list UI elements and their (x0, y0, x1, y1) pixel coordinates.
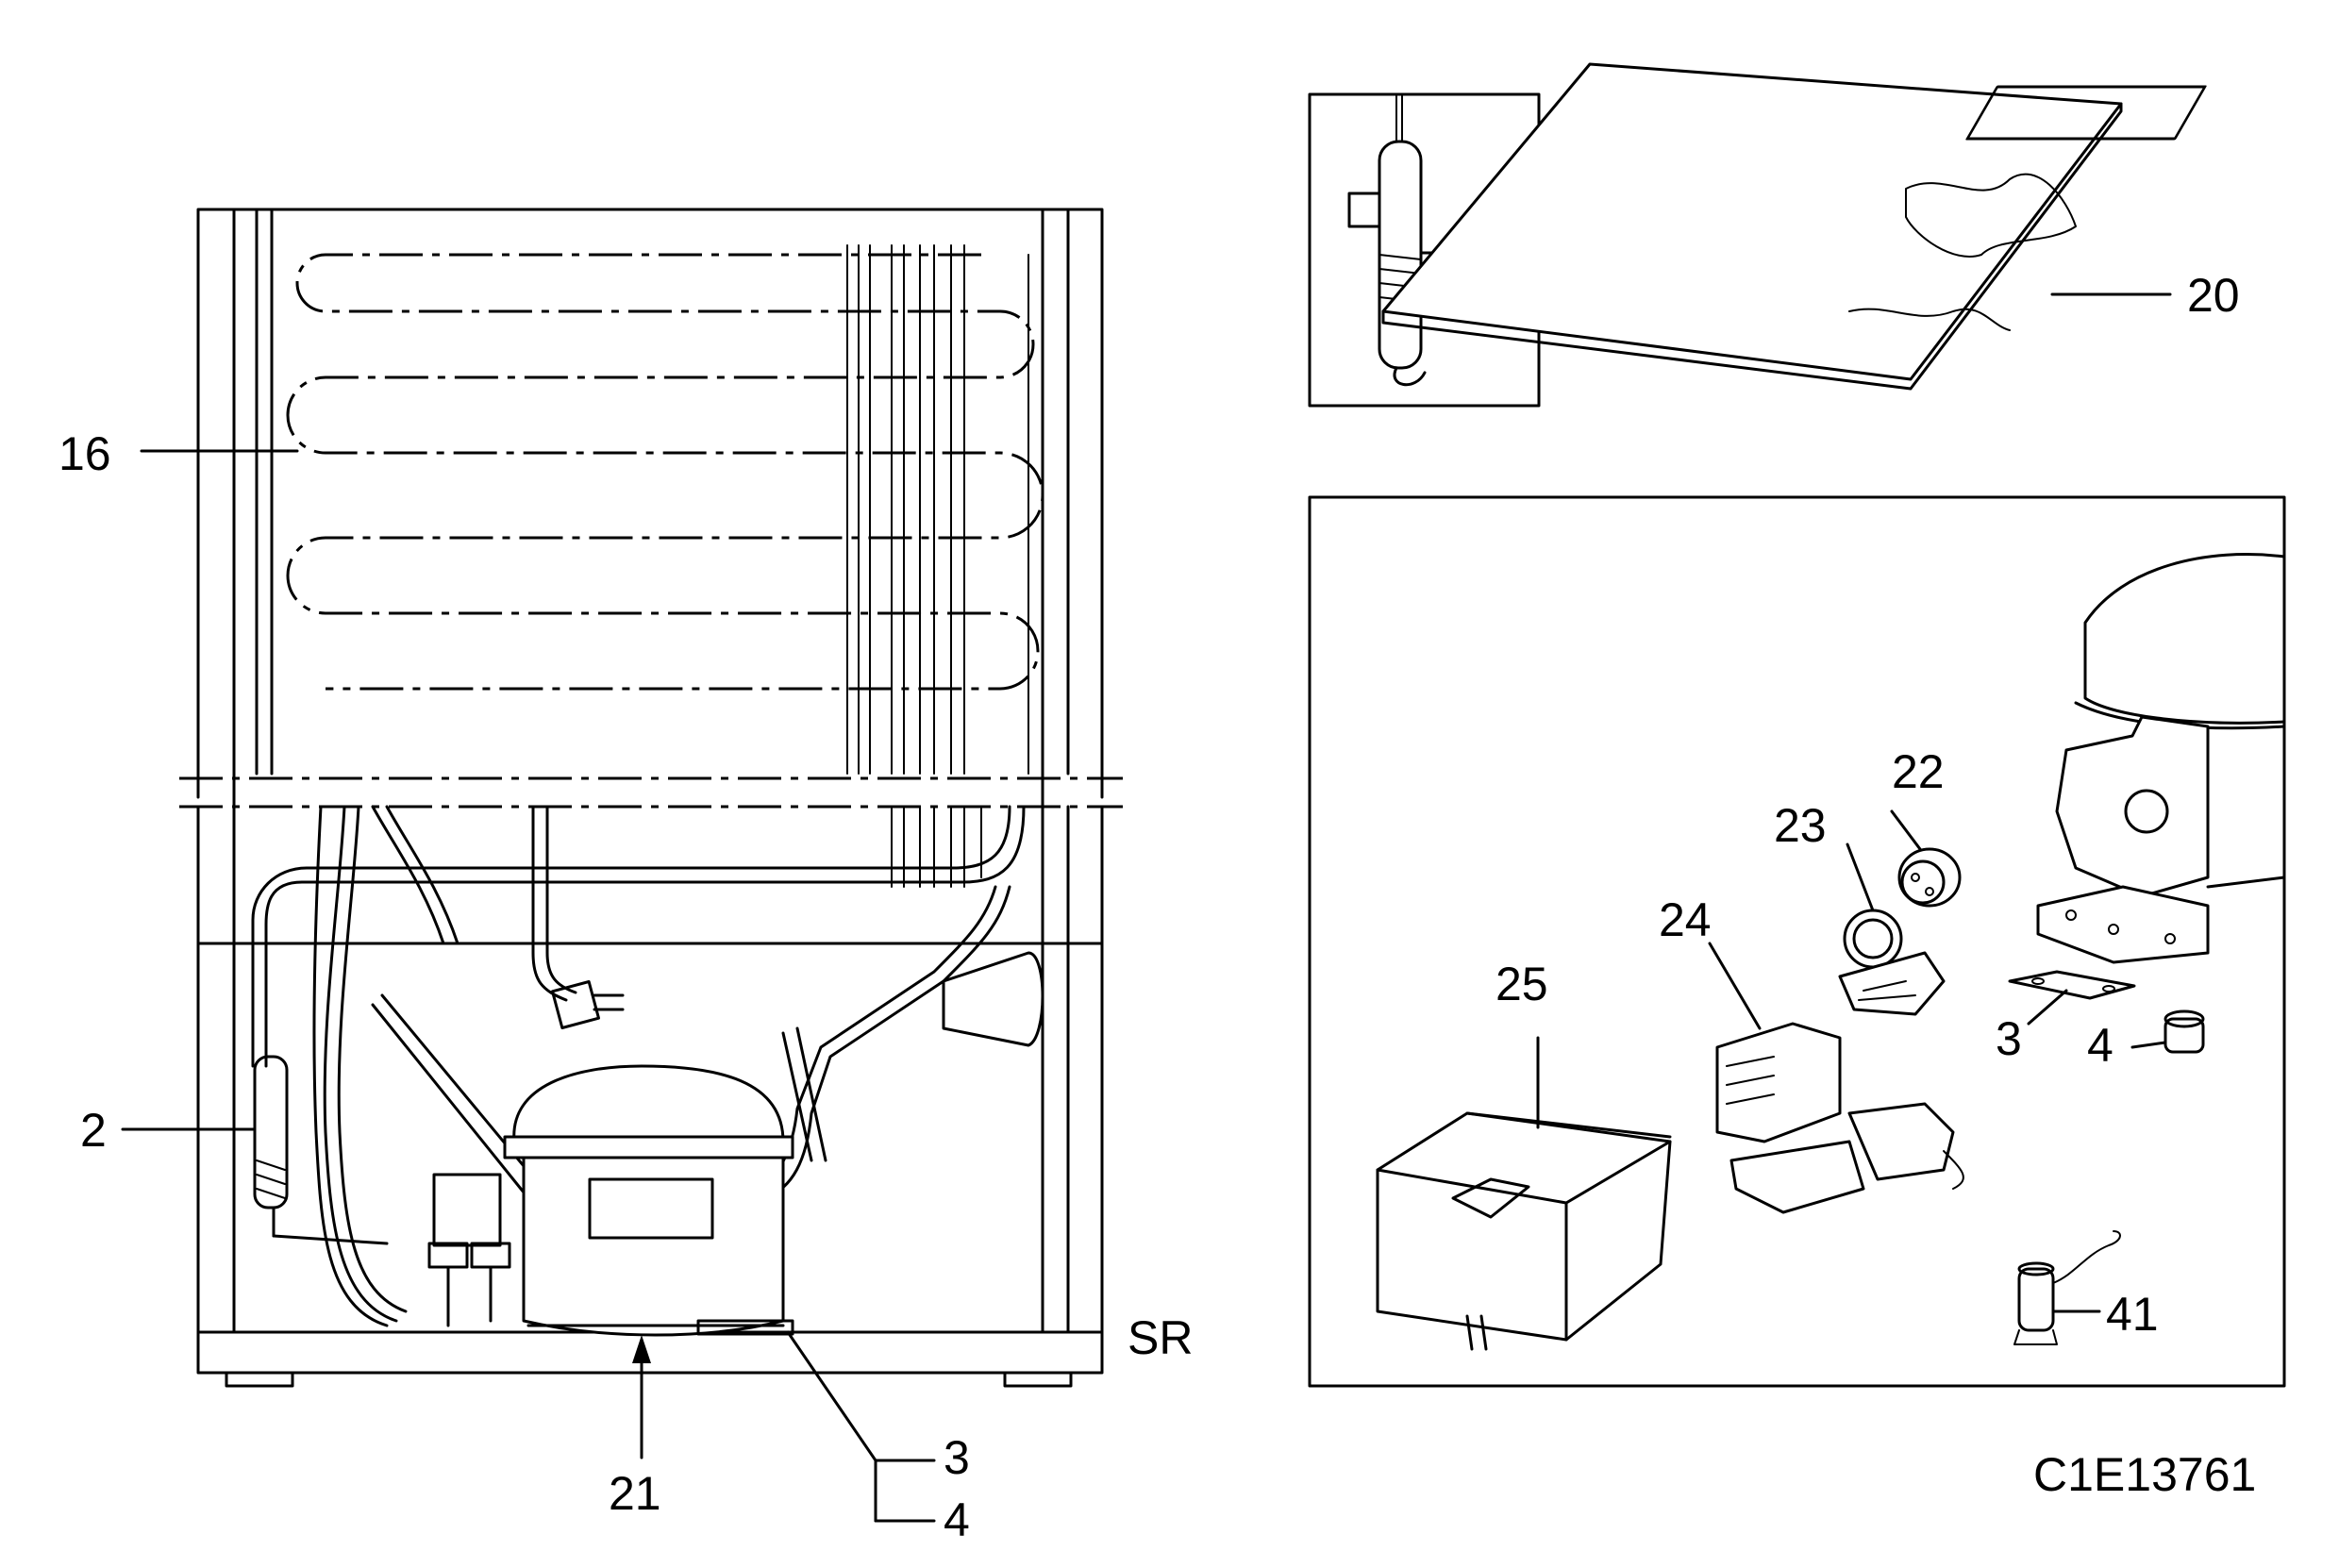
label-20: 20 (2187, 269, 2240, 322)
part-25-cover (1376, 1111, 1672, 1351)
compressor-detail (2036, 553, 2286, 964)
arrow-up-icon (632, 1335, 651, 1363)
label-41: 41 (2106, 1288, 2159, 1341)
part-22 (1897, 847, 1962, 908)
leader-4-detail (2130, 1041, 2167, 1049)
label-22: 22 (1892, 745, 1945, 798)
label-3-main: 3 (944, 1431, 970, 1484)
part-23 (1838, 909, 1946, 1016)
leader-24 (1708, 942, 1762, 1030)
leader-22 (1890, 809, 1922, 851)
figure-code: C1E13761 (2033, 1448, 2256, 1501)
instruction-booklet (1381, 62, 2207, 391)
label-3-detail: 3 (1996, 1012, 2022, 1065)
label-25: 25 (1495, 958, 1548, 1010)
label-23: 23 (1774, 799, 1827, 852)
leader-lines-main (121, 449, 936, 1523)
label-2-main: 2 (80, 1104, 107, 1157)
part-3-detail (2008, 970, 2136, 1000)
detail-box-electrical (1308, 495, 2286, 1388)
compressor (427, 1064, 794, 1337)
label-4-main: 4 (944, 1493, 970, 1546)
leader-3-detail (2027, 989, 2068, 1026)
label-21: 21 (609, 1467, 661, 1520)
part-41-capacitor (2013, 1230, 2121, 1345)
part-4-detail (2164, 1009, 2205, 1054)
fridge-rear-view (179, 208, 1123, 1388)
label-24: 24 (1659, 893, 1712, 946)
part-24 (1715, 1022, 1964, 1214)
label-16: 16 (58, 427, 111, 480)
pipework (251, 805, 1044, 1327)
variant-label: SR (1128, 1311, 1193, 1364)
leader-23 (1846, 842, 1875, 912)
label-4-detail: 4 (2087, 1019, 2113, 1072)
condenser-vertical-tubes (846, 244, 1029, 888)
